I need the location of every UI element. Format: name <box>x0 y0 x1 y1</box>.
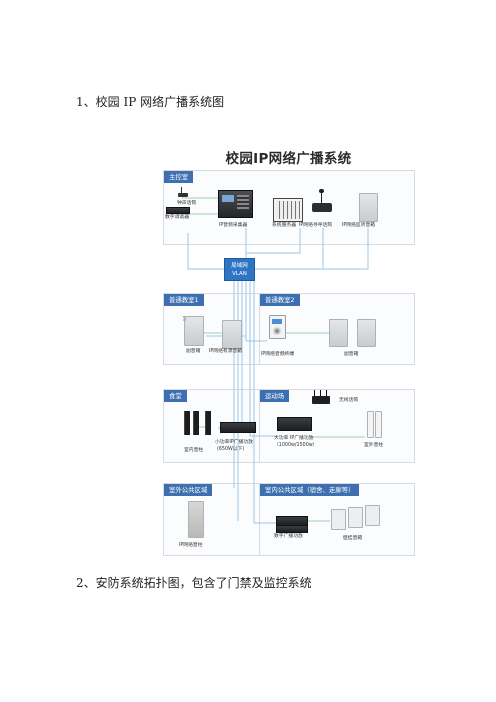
label-paging-mic: IP网络寻呼话筒 <box>299 223 333 228</box>
column-speaker-3-icon <box>205 411 211 435</box>
section-heading-2: 2、安防系统拓扑图，包含了门禁及监控系统 <box>76 576 312 590</box>
section-heading-1: 1、校园 IP 网络广播系统图 <box>76 95 225 109</box>
speaker-icon <box>222 320 242 349</box>
wall-speaker-3-icon <box>365 505 380 526</box>
audio-terminal-icon <box>269 315 286 339</box>
label-tuner: 数字调谐器 <box>165 215 189 220</box>
outdoor-column-1-icon <box>367 411 374 438</box>
label-wall-speaker: 壁挂音箱 <box>343 536 363 541</box>
broadcast-system-diagram: 校园IP网络广播系统 主控室 普通教室1 普通教室2 食堂 运动场 室外公共区域… <box>160 143 417 556</box>
label-digital-amp: 数字广播功放 <box>274 534 303 539</box>
label-large-amp-2: （1000w/1500w） <box>274 443 318 448</box>
classroom2-speaker-1-icon <box>329 319 348 347</box>
ip-column-speaker-icon <box>188 501 204 538</box>
label-sub-speaker: 副音箱 <box>186 349 201 354</box>
monitor-speaker-icon <box>359 193 378 222</box>
panel-title: 室内公共区域（宿舍、走廊等） <box>260 484 360 496</box>
label-large-amp-1: 大功率 IP广播功放 <box>274 436 314 441</box>
wall-speaker-2-icon <box>348 507 363 528</box>
classroom1-speaker-right <box>184 319 186 321</box>
panel-title: 主控室 <box>164 171 194 183</box>
outdoor-column-2-icon <box>375 411 382 438</box>
server-icon <box>273 198 303 222</box>
label-server: 系统服务器 <box>272 223 296 228</box>
vlan-switch: 局域网 VLAN <box>224 258 255 281</box>
sub-speaker-icon <box>184 316 204 346</box>
tuner-icon <box>166 207 190 214</box>
label-sub-speaker-2: 副音箱 <box>344 352 359 357</box>
vlan-label-2: VLAN <box>232 271 247 277</box>
label-ip-column: IP网络音柱 <box>179 543 203 548</box>
label-outdoor-column: 室外音柱 <box>364 443 384 448</box>
classroom2-speaker-2-icon <box>357 319 376 347</box>
diagram-title: 校园IP网络广播系统 <box>225 151 352 167</box>
column-speaker-2-icon <box>193 411 199 435</box>
large-amp-icon <box>277 417 312 431</box>
panel-title: 食堂 <box>164 390 187 402</box>
label-active-speaker: IP网络有源音箱 <box>209 349 243 354</box>
panel-title: 室外公共区域 <box>164 484 213 496</box>
panel-title: 运动场 <box>260 390 290 402</box>
audio-collector-icon <box>218 190 253 218</box>
label-monitor-speaker: IP网络监听音箱 <box>342 223 376 228</box>
label-small-amp-2: (650W以下) <box>217 447 245 452</box>
label-small-amp-1: 小功率IP广播功放 <box>215 440 253 445</box>
ip-network-speaker-icon <box>183 316 185 318</box>
digital-amp-2-icon <box>276 525 308 533</box>
label-wireless-mic: 无线话筒 <box>339 398 359 403</box>
paging-mic-icon <box>310 189 334 213</box>
column-speaker-1-icon <box>184 411 190 435</box>
label-pager: 钟声话筒 <box>177 201 197 206</box>
panel-title: 普通教室1 <box>164 294 204 306</box>
small-amp-icon <box>220 422 256 433</box>
panel-title: 普通教室2 <box>260 294 300 306</box>
router-icon <box>312 390 330 404</box>
pager-mic-icon <box>176 187 188 197</box>
label-terminal: IP网络音频终端 <box>261 352 295 357</box>
vlan-label-1: 局域网 <box>231 263 248 269</box>
wall-speaker-1-icon <box>331 509 346 530</box>
label-collector: IP音频采集器 <box>219 223 248 228</box>
label-indoor-column: 室内音柱 <box>184 448 204 453</box>
